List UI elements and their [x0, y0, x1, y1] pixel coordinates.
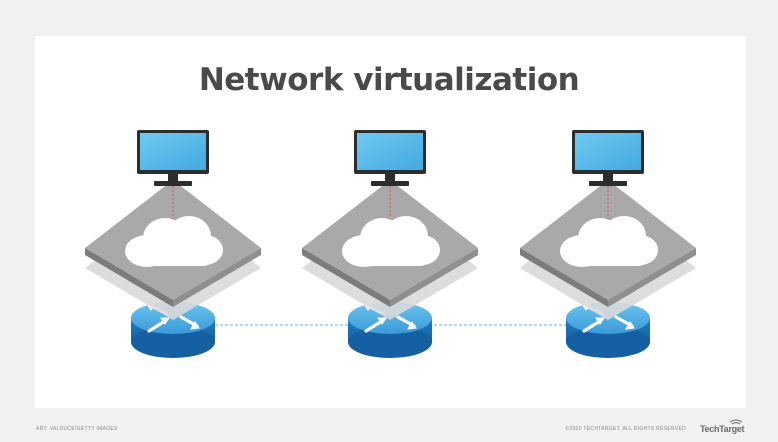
diagram-title: Network virtualization: [198, 62, 580, 98]
network-node-3: [518, 128, 698, 360]
network-node-1: [83, 128, 263, 360]
brand-logo: TechTarget: [700, 418, 746, 436]
copyright-text: ©2020 TECHTARGET. ALL RIGHTS RESERVED: [565, 426, 686, 432]
image-credit: ART: VALDUCE/GETTY IMAGES: [36, 426, 118, 432]
brand-mark-icon: [729, 419, 743, 425]
network-node-2: [300, 128, 480, 360]
brand-name: TechTarget: [700, 424, 745, 434]
